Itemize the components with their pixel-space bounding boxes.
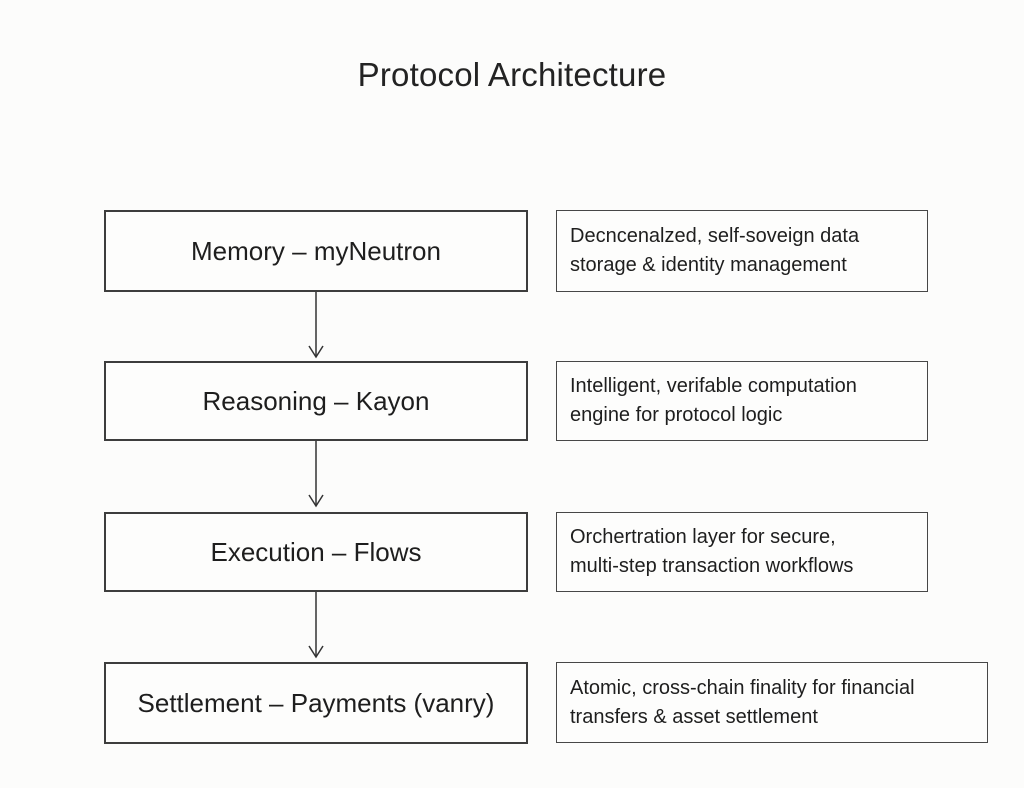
desc-line: storage & identity management xyxy=(570,254,847,276)
layer-label-execution: Execution – Flows xyxy=(210,536,422,567)
arrow-down-icon xyxy=(308,292,324,359)
desc-line: Atomic, cross-chain finality for financi… xyxy=(570,676,915,699)
layer-box-reasoning: Reasoning – Kayon xyxy=(104,361,528,441)
arrow-down-icon xyxy=(308,441,324,508)
layer-label-memory: Memory – myNeutron xyxy=(191,235,441,266)
page-title: Protocol Architecture xyxy=(357,56,667,93)
desc-line: transfers & asset settlement xyxy=(570,705,818,728)
desc-box-settlement: Atomic, cross-chain finality for financi… xyxy=(556,662,988,743)
desc-box-reasoning: Intelligent, verifable computation engin… xyxy=(556,361,928,441)
layer-box-execution: Execution – Flows xyxy=(104,512,528,592)
desc-line: multi-step transaction workflows xyxy=(570,555,854,577)
layer-label-settlement: Settlement – Payments (vanry) xyxy=(137,687,495,718)
desc-line: engine for protocol logic xyxy=(570,404,783,426)
layer-label-reasoning: Reasoning – Kayon xyxy=(202,385,430,416)
desc-line: Decncenalzed, self-soveign data xyxy=(570,225,860,247)
layer-box-memory: Memory – myNeutron xyxy=(104,210,528,292)
desc-line: Orchertration layer for secure, xyxy=(570,526,836,548)
desc-box-memory: Decncenalzed, self-soveign data storage … xyxy=(556,210,928,292)
desc-line: Intelligent, verifable computation xyxy=(570,375,857,397)
layer-box-settlement: Settlement – Payments (vanry) xyxy=(104,662,528,744)
arrow-down-icon xyxy=(308,592,324,659)
desc-box-execution: Orchertration layer for secure, multi-st… xyxy=(556,512,928,592)
